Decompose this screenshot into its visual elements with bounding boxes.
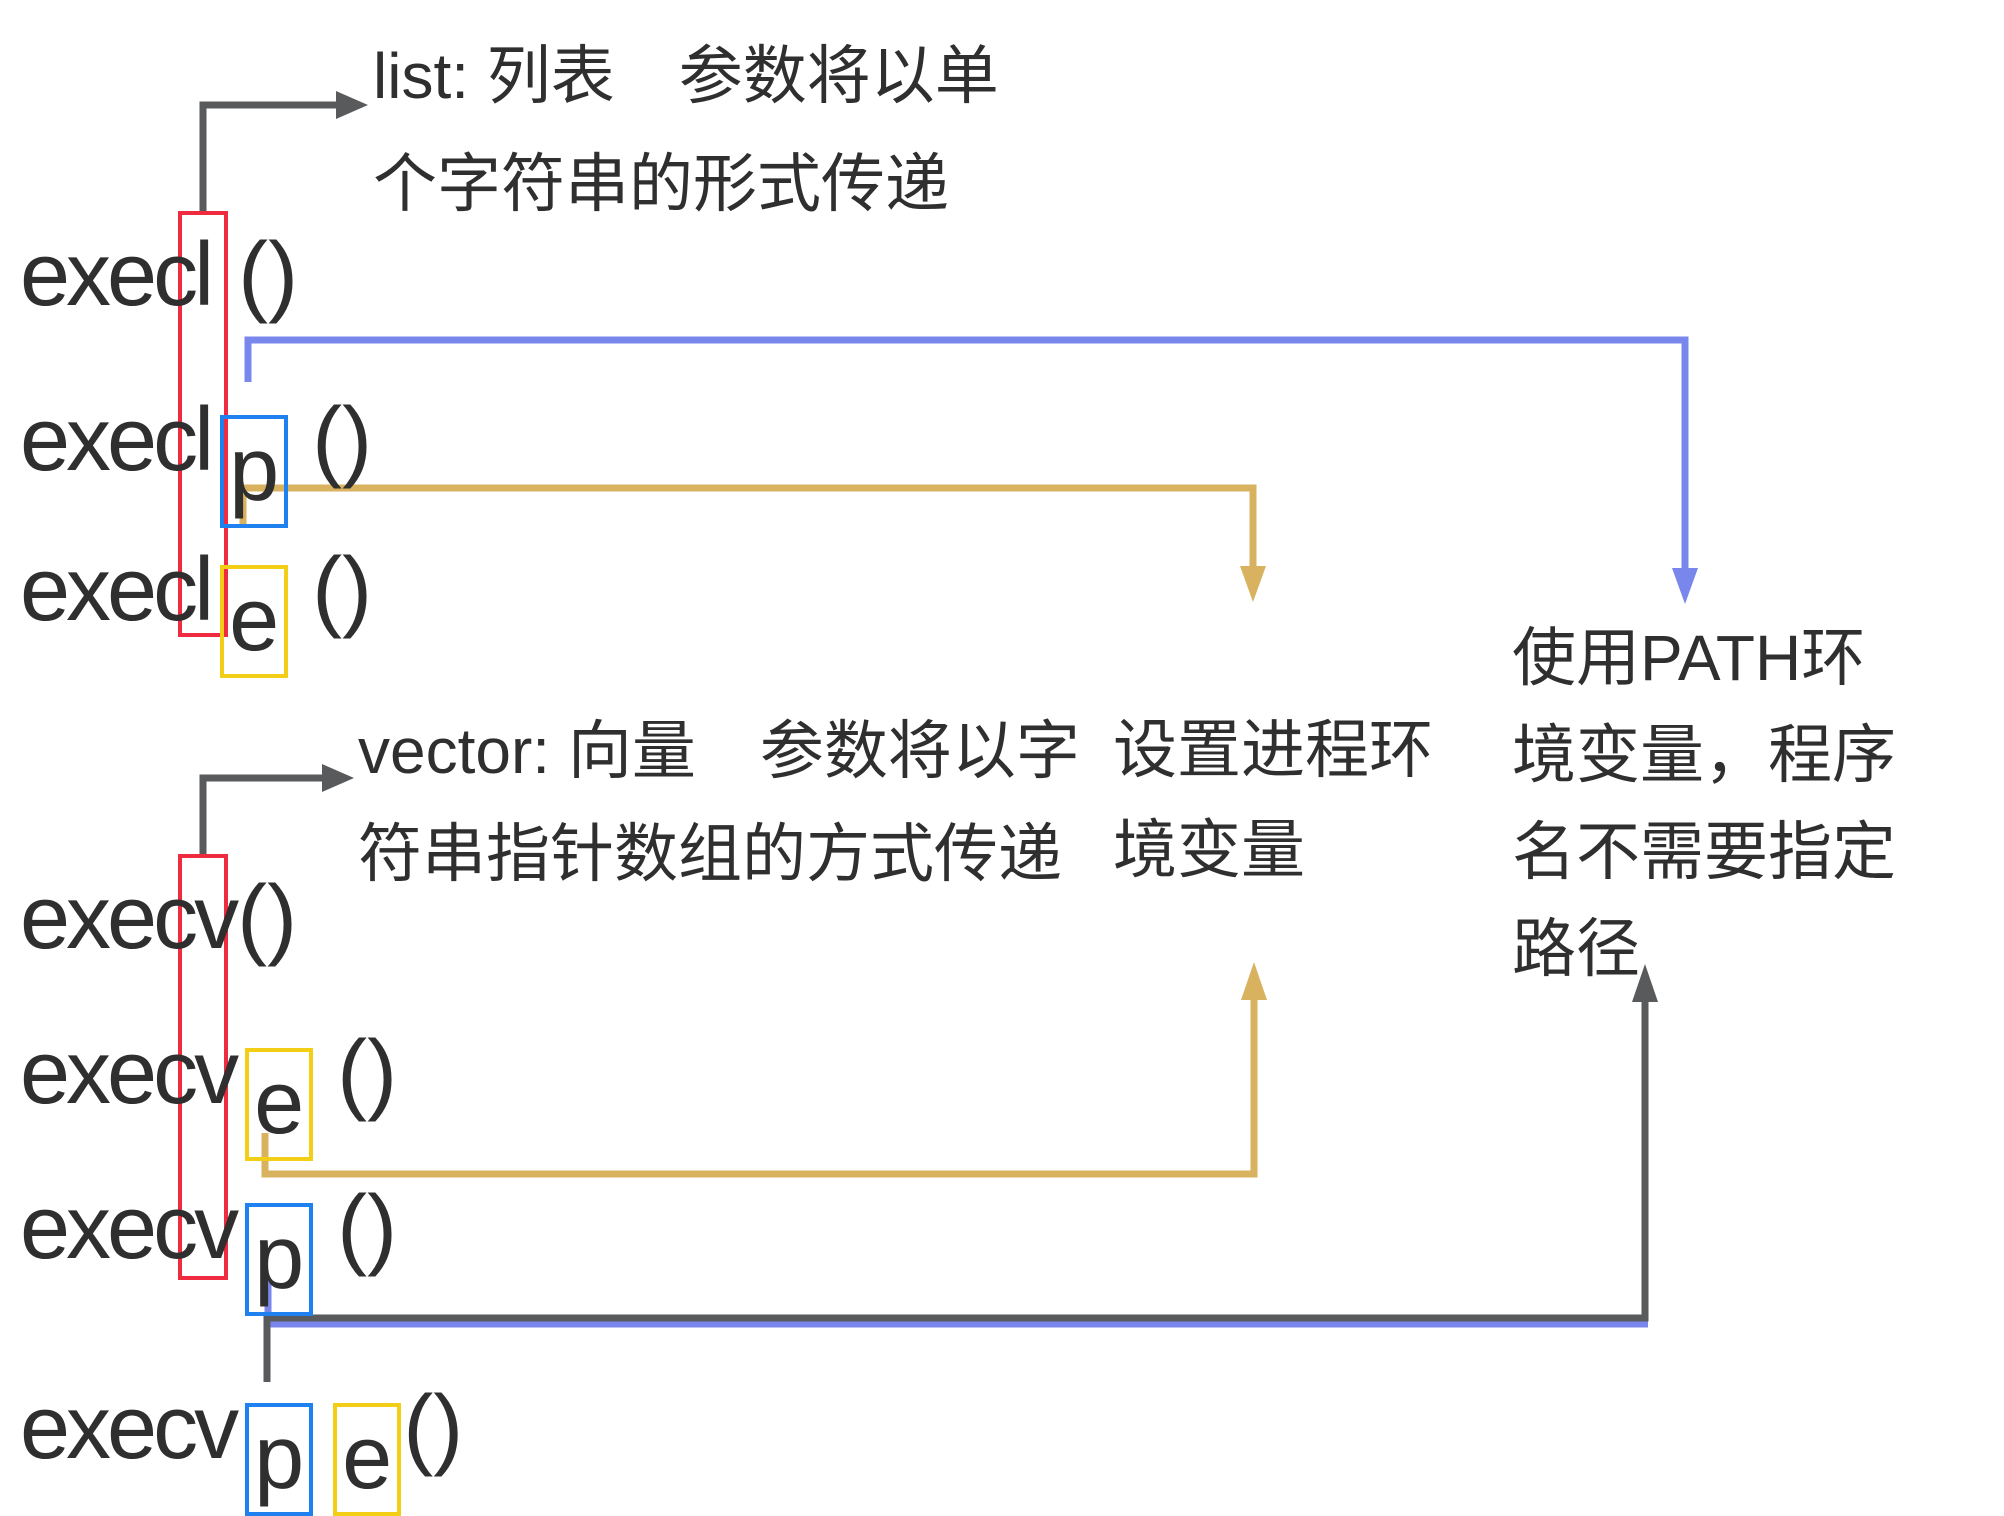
fn-parens: (): [312, 540, 373, 640]
list-note-line1: list: 列表 参数将以单: [373, 40, 999, 112]
connector-execle-to-env-note: [239, 484, 1257, 568]
connector-execlp-to-path-note: [244, 336, 1689, 570]
env-note-line2: 境变量: [1113, 814, 1305, 886]
fn-parens: (): [312, 390, 373, 490]
red-box-v-column: [178, 854, 228, 1280]
connector-execve-to-env-note: [261, 998, 1258, 1178]
fn-parens: (): [337, 1178, 398, 1278]
fn-prefix: execl: [20, 540, 214, 640]
path-note-line1: 使用PATH环: [1512, 622, 1866, 694]
boxed-letter-p: p: [220, 415, 289, 528]
fn-prefix: execv: [20, 868, 239, 968]
function-execl: execl(): [20, 210, 298, 340]
fn-parens: (): [403, 1378, 464, 1478]
boxed-letter-p: p: [245, 1403, 314, 1516]
arrowhead-vector-note: [322, 764, 354, 792]
fn-parens: (): [337, 1023, 398, 1123]
function-execv: execv(): [20, 853, 297, 983]
connector-l-to-list-note: [199, 101, 338, 211]
path-note-line3: 名不需要指定: [1512, 816, 1896, 888]
path-note-line2: 境变量，程序: [1512, 719, 1896, 791]
vector-note-line2: 符串指针数组的方式传递: [358, 818, 1062, 890]
connector-execvpe-to-path-note: [263, 1000, 1649, 1382]
connector-v-to-vector-note: [199, 774, 324, 854]
boxed-letter-e: e: [333, 1403, 402, 1516]
list-note-line2: 个字符串的形式传递: [373, 148, 949, 220]
list-note: list: 列表 参数将以单 个字符串的形式传递: [373, 22, 999, 238]
boxed-letter-e: e: [245, 1048, 314, 1161]
boxed-letter-e: e: [220, 565, 289, 678]
vector-note-line1: vector: 向量 参数将以字: [358, 715, 1080, 787]
path-note: 使用PATH环 境变量，程序 名不需要指定 路径: [1512, 610, 1896, 998]
vector-note: vector: 向量 参数将以字 符串指针数组的方式传递: [358, 700, 1080, 906]
fn-prefix: execv: [20, 1023, 239, 1123]
fn-prefix: execv: [20, 1378, 239, 1478]
arrowhead-env-note-down: [1240, 566, 1266, 602]
boxed-letter-p: p: [245, 1203, 314, 1316]
fn-prefix: execl: [20, 390, 214, 490]
fn-parens: (): [238, 225, 299, 325]
fn-prefix: execl: [20, 225, 214, 325]
connector-execvp-to-path-bundle: [264, 1280, 1648, 1328]
arrowhead-path-note-down: [1672, 568, 1698, 604]
fn-parens: (): [237, 868, 298, 968]
path-note-line4: 路径: [1512, 913, 1640, 985]
fn-prefix: execv: [20, 1178, 239, 1278]
arrowhead-list-note: [336, 91, 368, 119]
env-note-line1: 设置进程环: [1113, 714, 1433, 786]
env-note: 设置进程环 境变量: [1113, 700, 1433, 900]
arrowhead-env-note-up: [1241, 962, 1267, 1000]
red-box-l-column: [178, 211, 228, 637]
